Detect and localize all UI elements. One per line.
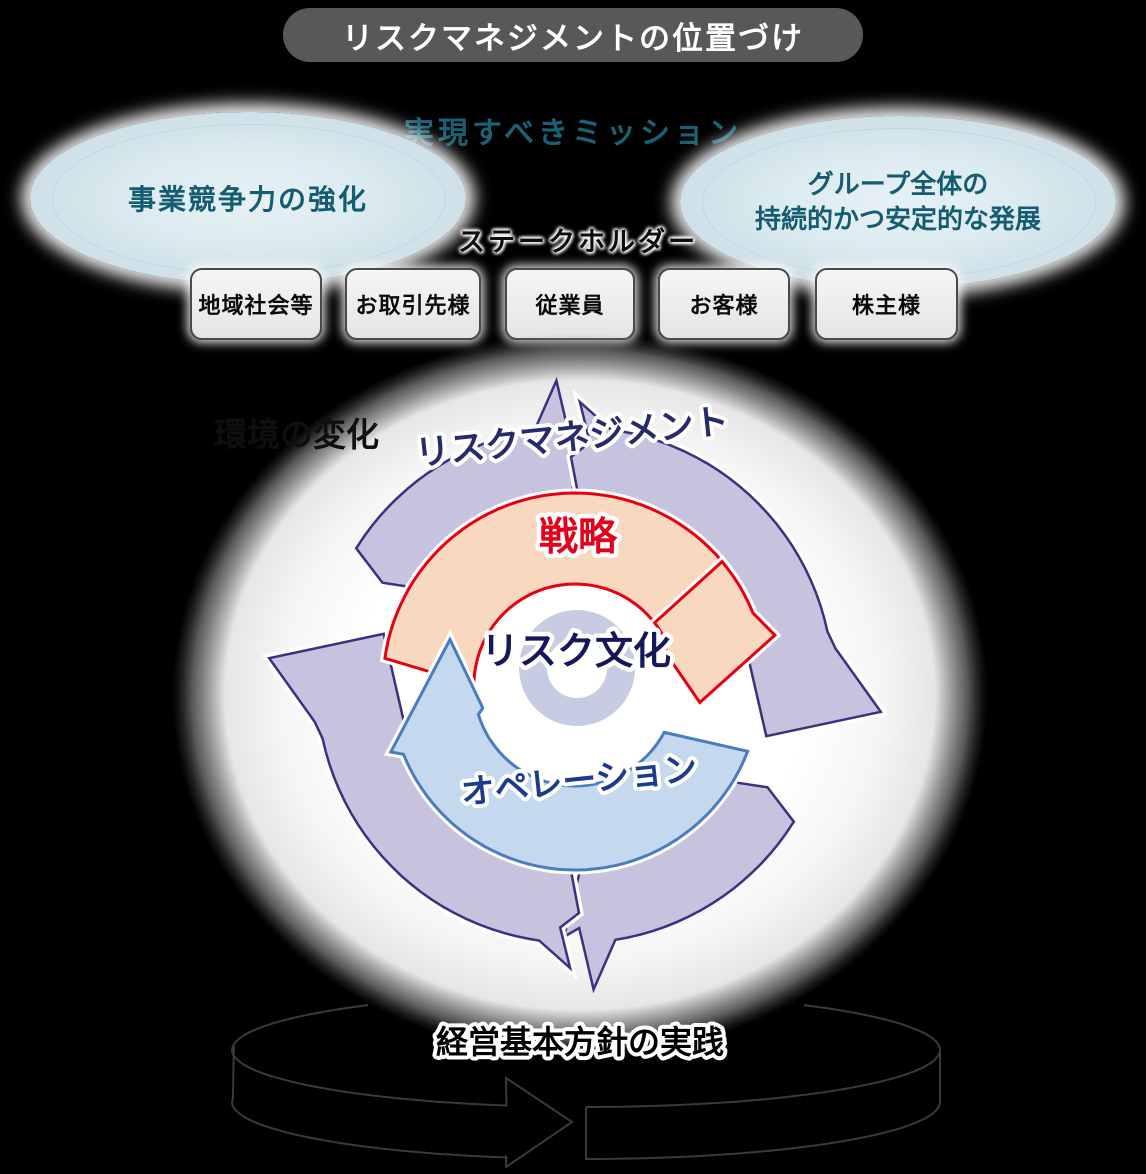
diagram-graphics [172,333,988,1169]
page-title: リスクマネジメントの位置づけ [283,8,863,62]
stakeholder-box-shareholders: 株主様 [815,268,958,340]
operation-arc-arrow [388,636,750,872]
foundation-policy-label: 経営基本方針の実践 [436,1024,724,1060]
risk-culture-label: リスク文化 [481,631,671,673]
stakeholder-box-partners: お取引先様 [345,268,481,340]
stakeholder-box-employees: 従業員 [505,268,635,340]
stakeholder-box-customers: お客様 [658,268,790,340]
strategy-label: 戦略 [539,516,618,559]
stakeholder-box-community: 地域社会等 [190,268,322,340]
mission-ellipse-group-development: グループ全体の 持続的かつ安定的な発展 [680,116,1116,288]
environment-change-label: 環境の変化 [214,416,379,453]
mission-ellipse-business-competitiveness: 事業競争力の強化 [30,112,466,284]
foundation-loop-left [231,1004,574,1169]
inner-donut-hole [547,638,607,698]
strategy-arrowhead [652,559,778,705]
stakeholders-heading: ステークホルダー [458,227,698,257]
foundation-loop-right [585,1004,941,1160]
mission-heading: 実現すべきミッション [404,117,742,150]
